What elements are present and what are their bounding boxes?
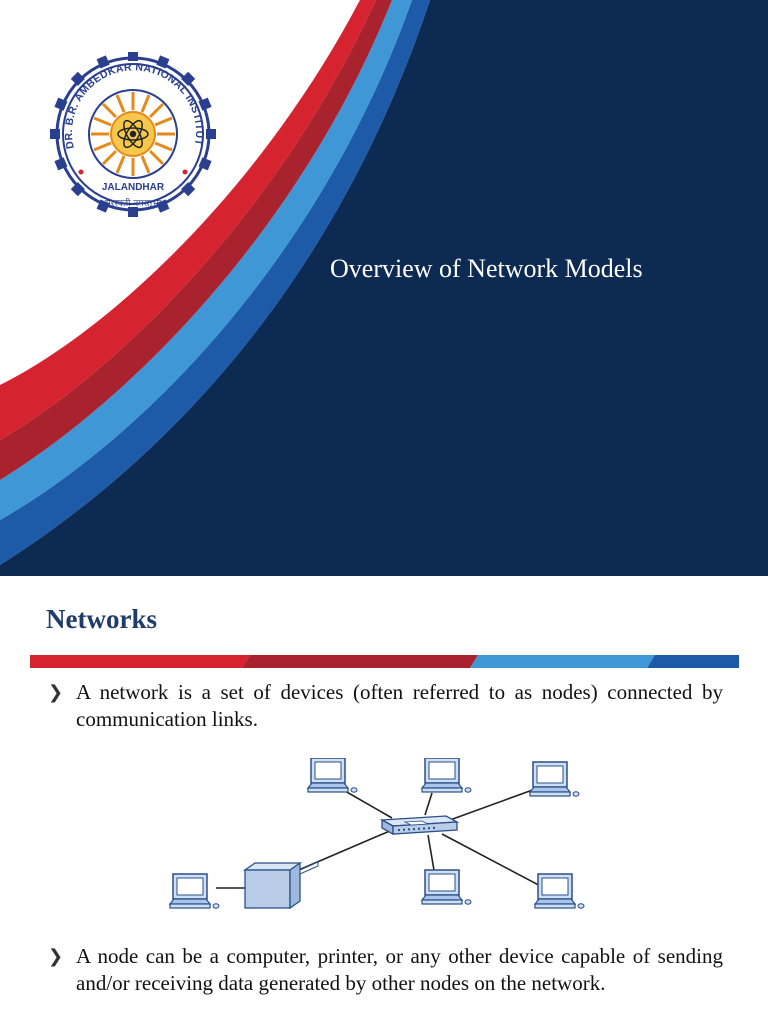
- chevron-right-icon: ❯: [48, 946, 64, 967]
- atom-icon: [117, 119, 149, 149]
- title-slide: DR. B.R. AMBEDKAR NATIONAL INSTITUTE OF …: [0, 0, 768, 576]
- chevron-right-icon: ❯: [48, 682, 64, 703]
- title-slide-background: [0, 0, 768, 576]
- computer-icon: [421, 869, 472, 905]
- logo-motto: सरस्वती नमस्तुभ्यं: [105, 197, 162, 209]
- computer-icon: [421, 758, 472, 793]
- slide-title: Overview of Network Models: [330, 254, 643, 283]
- bullet-item: ❯ A node can be a computer, printer, or …: [48, 943, 723, 997]
- computer-icon: [529, 761, 580, 797]
- computer-icon: [534, 873, 585, 909]
- institute-logo: DR. B.R. AMBEDKAR NATIONAL INSTITUTE OF …: [40, 43, 222, 222]
- computer-icon: [307, 758, 358, 793]
- red-stripe: [0, 0, 376, 440]
- bullet-text: A node can be a computer, printer, or an…: [76, 944, 723, 995]
- blue-stripe: [0, 0, 430, 565]
- light-blue-stripe: [0, 0, 412, 520]
- bullet-item: ❯ A network is a set of devices (often r…: [48, 679, 723, 733]
- slide-heading: Networks: [46, 604, 157, 634]
- printer-icon: [242, 861, 319, 910]
- gear-icon: [50, 51, 216, 217]
- network-diagram: [169, 758, 585, 910]
- logo-city: JALANDHAR: [102, 182, 165, 193]
- sun-rays: [91, 92, 175, 176]
- bullet-text: A network is a set of devices (often ref…: [76, 680, 723, 731]
- computer-icon: [169, 873, 220, 909]
- navy-panel: [0, 0, 768, 576]
- switch-icon: [379, 815, 460, 836]
- networks-slide: Networks ❯ A network is a set of devices…: [0, 576, 768, 1024]
- color-divider: [30, 655, 739, 668]
- dark-red-stripe: [0, 0, 392, 480]
